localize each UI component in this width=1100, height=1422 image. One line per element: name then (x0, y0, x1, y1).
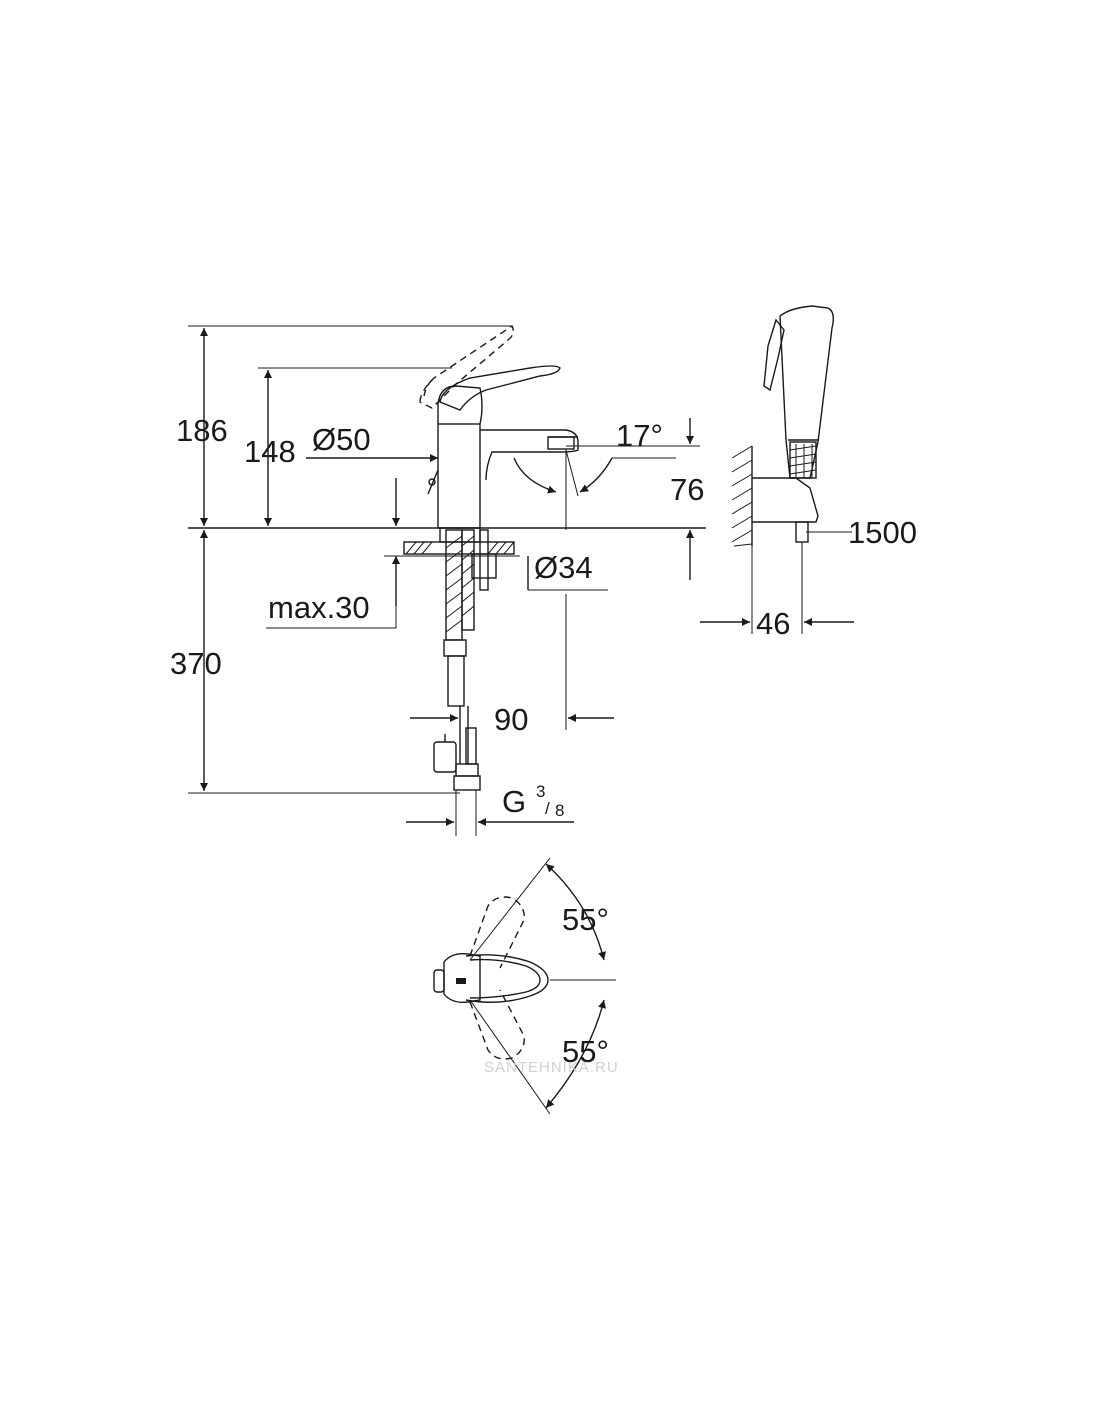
watermark: SANTEHNIKA.RU (484, 1059, 619, 1076)
dim-angle-17: 17° (616, 418, 663, 453)
dim-46: 46 (756, 606, 790, 641)
dim-angle-55-up: 55° (562, 902, 609, 937)
dim-1500: 1500 (848, 515, 917, 550)
dim-thread-denominator: 8 (555, 801, 564, 820)
countertop-section (403, 527, 515, 591)
dim-186: 186 (176, 413, 228, 448)
dim-max-30: max.30 (268, 590, 370, 625)
supply-hoses (433, 529, 481, 836)
dim-90: 90 (494, 702, 528, 737)
dim-diameter-50: Ø50 (312, 422, 371, 457)
dim-148: 148 (244, 434, 296, 469)
faucet-top-view (433, 857, 616, 1115)
dim-thread-g: G (502, 784, 526, 819)
dim-diameter-34: Ø34 (534, 550, 593, 585)
hand-shower-view (700, 305, 854, 634)
faucet-side-view (188, 324, 706, 836)
dim-thread-slash: / (545, 799, 550, 818)
dim-angle-55-down: 55° (562, 1034, 609, 1069)
dim-thread-numerator: 3 (536, 782, 545, 801)
dim-370: 370 (170, 646, 222, 681)
dim-76: 76 (670, 472, 704, 507)
